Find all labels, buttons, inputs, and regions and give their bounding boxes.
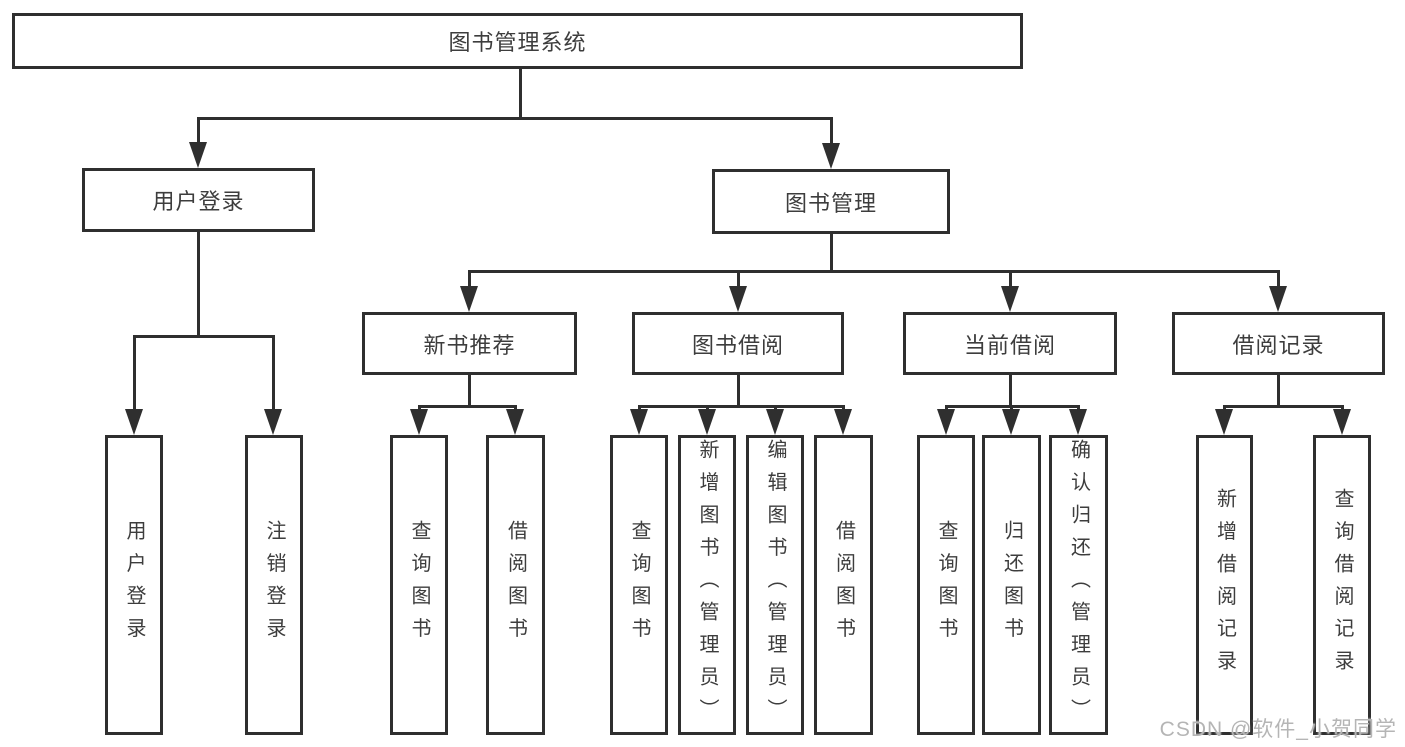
leaf-query-books-newbook: 查询图书 — [390, 435, 448, 735]
arrowhead-down-icon — [506, 409, 524, 435]
node-label: 新增借阅记录 — [1213, 487, 1236, 683]
connector-stem — [1009, 375, 1012, 408]
node-label: 图书借阅 — [691, 332, 784, 358]
node-book-borrowing: 图书借阅 — [632, 312, 844, 375]
node-label: 查询图书 — [628, 520, 650, 650]
arrowhead-down-icon — [1002, 409, 1020, 435]
connector-drop — [774, 405, 777, 412]
connector-drop — [842, 405, 845, 412]
node-label: 新增图书（管理员） — [696, 439, 718, 731]
connector-drop — [133, 335, 136, 411]
node-label: 注销登录 — [263, 520, 285, 650]
leaf-query-books-current: 查询图书 — [917, 435, 975, 735]
node-label: 确认归还（管理员） — [1067, 439, 1090, 731]
node-label: 编辑图书（管理员） — [764, 439, 786, 731]
arrowhead-down-icon — [1269, 286, 1287, 312]
connector-drop — [272, 335, 275, 411]
connector-drop — [1277, 270, 1280, 287]
arrowhead-down-icon — [1215, 409, 1233, 435]
node-label: 借阅记录 — [1232, 332, 1325, 358]
watermark-text: CSDN @软件_小贺同学 — [1159, 718, 1397, 741]
arrowhead-down-icon — [189, 142, 207, 168]
arrowhead-down-icon — [630, 409, 648, 435]
node-label: 用户登录 — [152, 189, 245, 214]
connector-drop — [1223, 405, 1226, 412]
arrowhead-down-icon — [1333, 409, 1351, 435]
connector-branch — [468, 270, 1280, 273]
node-label: 查询图书 — [935, 520, 957, 650]
arrowhead-down-icon — [729, 286, 747, 312]
node-book-management: 图书管理 — [712, 169, 950, 234]
connector-branch — [1223, 405, 1343, 408]
node-label: 查询借阅记录 — [1331, 487, 1353, 683]
leaf-borrow-books-borrowing: 借阅图书 — [814, 435, 873, 735]
connector-drop — [945, 405, 948, 412]
connector-drop — [197, 117, 200, 144]
leaf-borrow-books-newbook: 借阅图书 — [486, 435, 545, 735]
arrowhead-down-icon — [822, 143, 840, 169]
leaf-logout: 注销登录 — [245, 435, 303, 735]
arrowhead-down-icon — [410, 409, 428, 435]
connector-drop — [1341, 405, 1344, 412]
connector-branch — [197, 117, 833, 120]
connector-stem — [830, 234, 833, 272]
connector-stem — [197, 232, 200, 337]
connector-stem — [1277, 375, 1280, 408]
arrowhead-down-icon — [698, 409, 716, 435]
arrowhead-down-icon — [264, 409, 282, 435]
connector-stem — [468, 375, 471, 408]
node-label: 用户登录 — [123, 520, 145, 650]
connector-drop — [514, 405, 517, 412]
arrowhead-down-icon — [834, 409, 852, 435]
arrowhead-down-icon — [937, 409, 955, 435]
connector-drop — [1009, 270, 1012, 287]
node-label: 查询图书 — [408, 520, 430, 650]
node-label: 借阅图书 — [832, 520, 855, 650]
arrowhead-down-icon — [766, 409, 784, 435]
arrowhead-down-icon — [460, 286, 478, 312]
node-user-login: 用户登录 — [82, 168, 315, 232]
node-label: 当前借阅 — [963, 332, 1056, 358]
node-current-borrowing: 当前借阅 — [903, 312, 1117, 375]
connector-drop — [1077, 405, 1080, 412]
leaf-add-borrow-record: 新增借阅记录 — [1196, 435, 1253, 735]
leaf-add-books-admin: 新增图书（管理员） — [678, 435, 736, 735]
connector-branch — [638, 405, 845, 408]
leaf-user-login: 用户登录 — [105, 435, 163, 735]
node-label: 图书管理 — [784, 190, 877, 216]
arrowhead-down-icon — [1001, 286, 1019, 312]
connector-drop — [468, 270, 471, 287]
node-label: 借阅图书 — [504, 520, 527, 650]
leaf-confirm-return-admin: 确认归还（管理员） — [1049, 435, 1108, 735]
arrowhead-down-icon — [1069, 409, 1087, 435]
arrowhead-down-icon — [125, 409, 143, 435]
leaf-edit-books-admin: 编辑图书（管理员） — [746, 435, 804, 735]
leaf-return-books: 归还图书 — [982, 435, 1041, 735]
connector-drop — [737, 270, 740, 287]
leaf-query-borrow-record: 查询借阅记录 — [1313, 435, 1371, 735]
connector-drop — [638, 405, 641, 412]
connector-stem — [737, 375, 740, 408]
node-label: 图书管理系统 — [448, 30, 587, 55]
connector-branch — [133, 335, 275, 338]
connector-drop — [1010, 405, 1013, 412]
node-library-system: 图书管理系统 — [12, 13, 1023, 69]
connector-branch — [418, 405, 517, 408]
connector-drop — [706, 405, 709, 412]
node-label: 新书推荐 — [423, 332, 516, 358]
connector-drop — [418, 405, 421, 412]
node-new-book-recommendation: 新书推荐 — [362, 312, 577, 375]
node-label: 归还图书 — [1000, 520, 1023, 650]
connector-stem — [519, 69, 522, 119]
connector-drop — [830, 117, 833, 145]
node-borrowing-records: 借阅记录 — [1172, 312, 1385, 375]
leaf-query-books-borrowing: 查询图书 — [610, 435, 668, 735]
